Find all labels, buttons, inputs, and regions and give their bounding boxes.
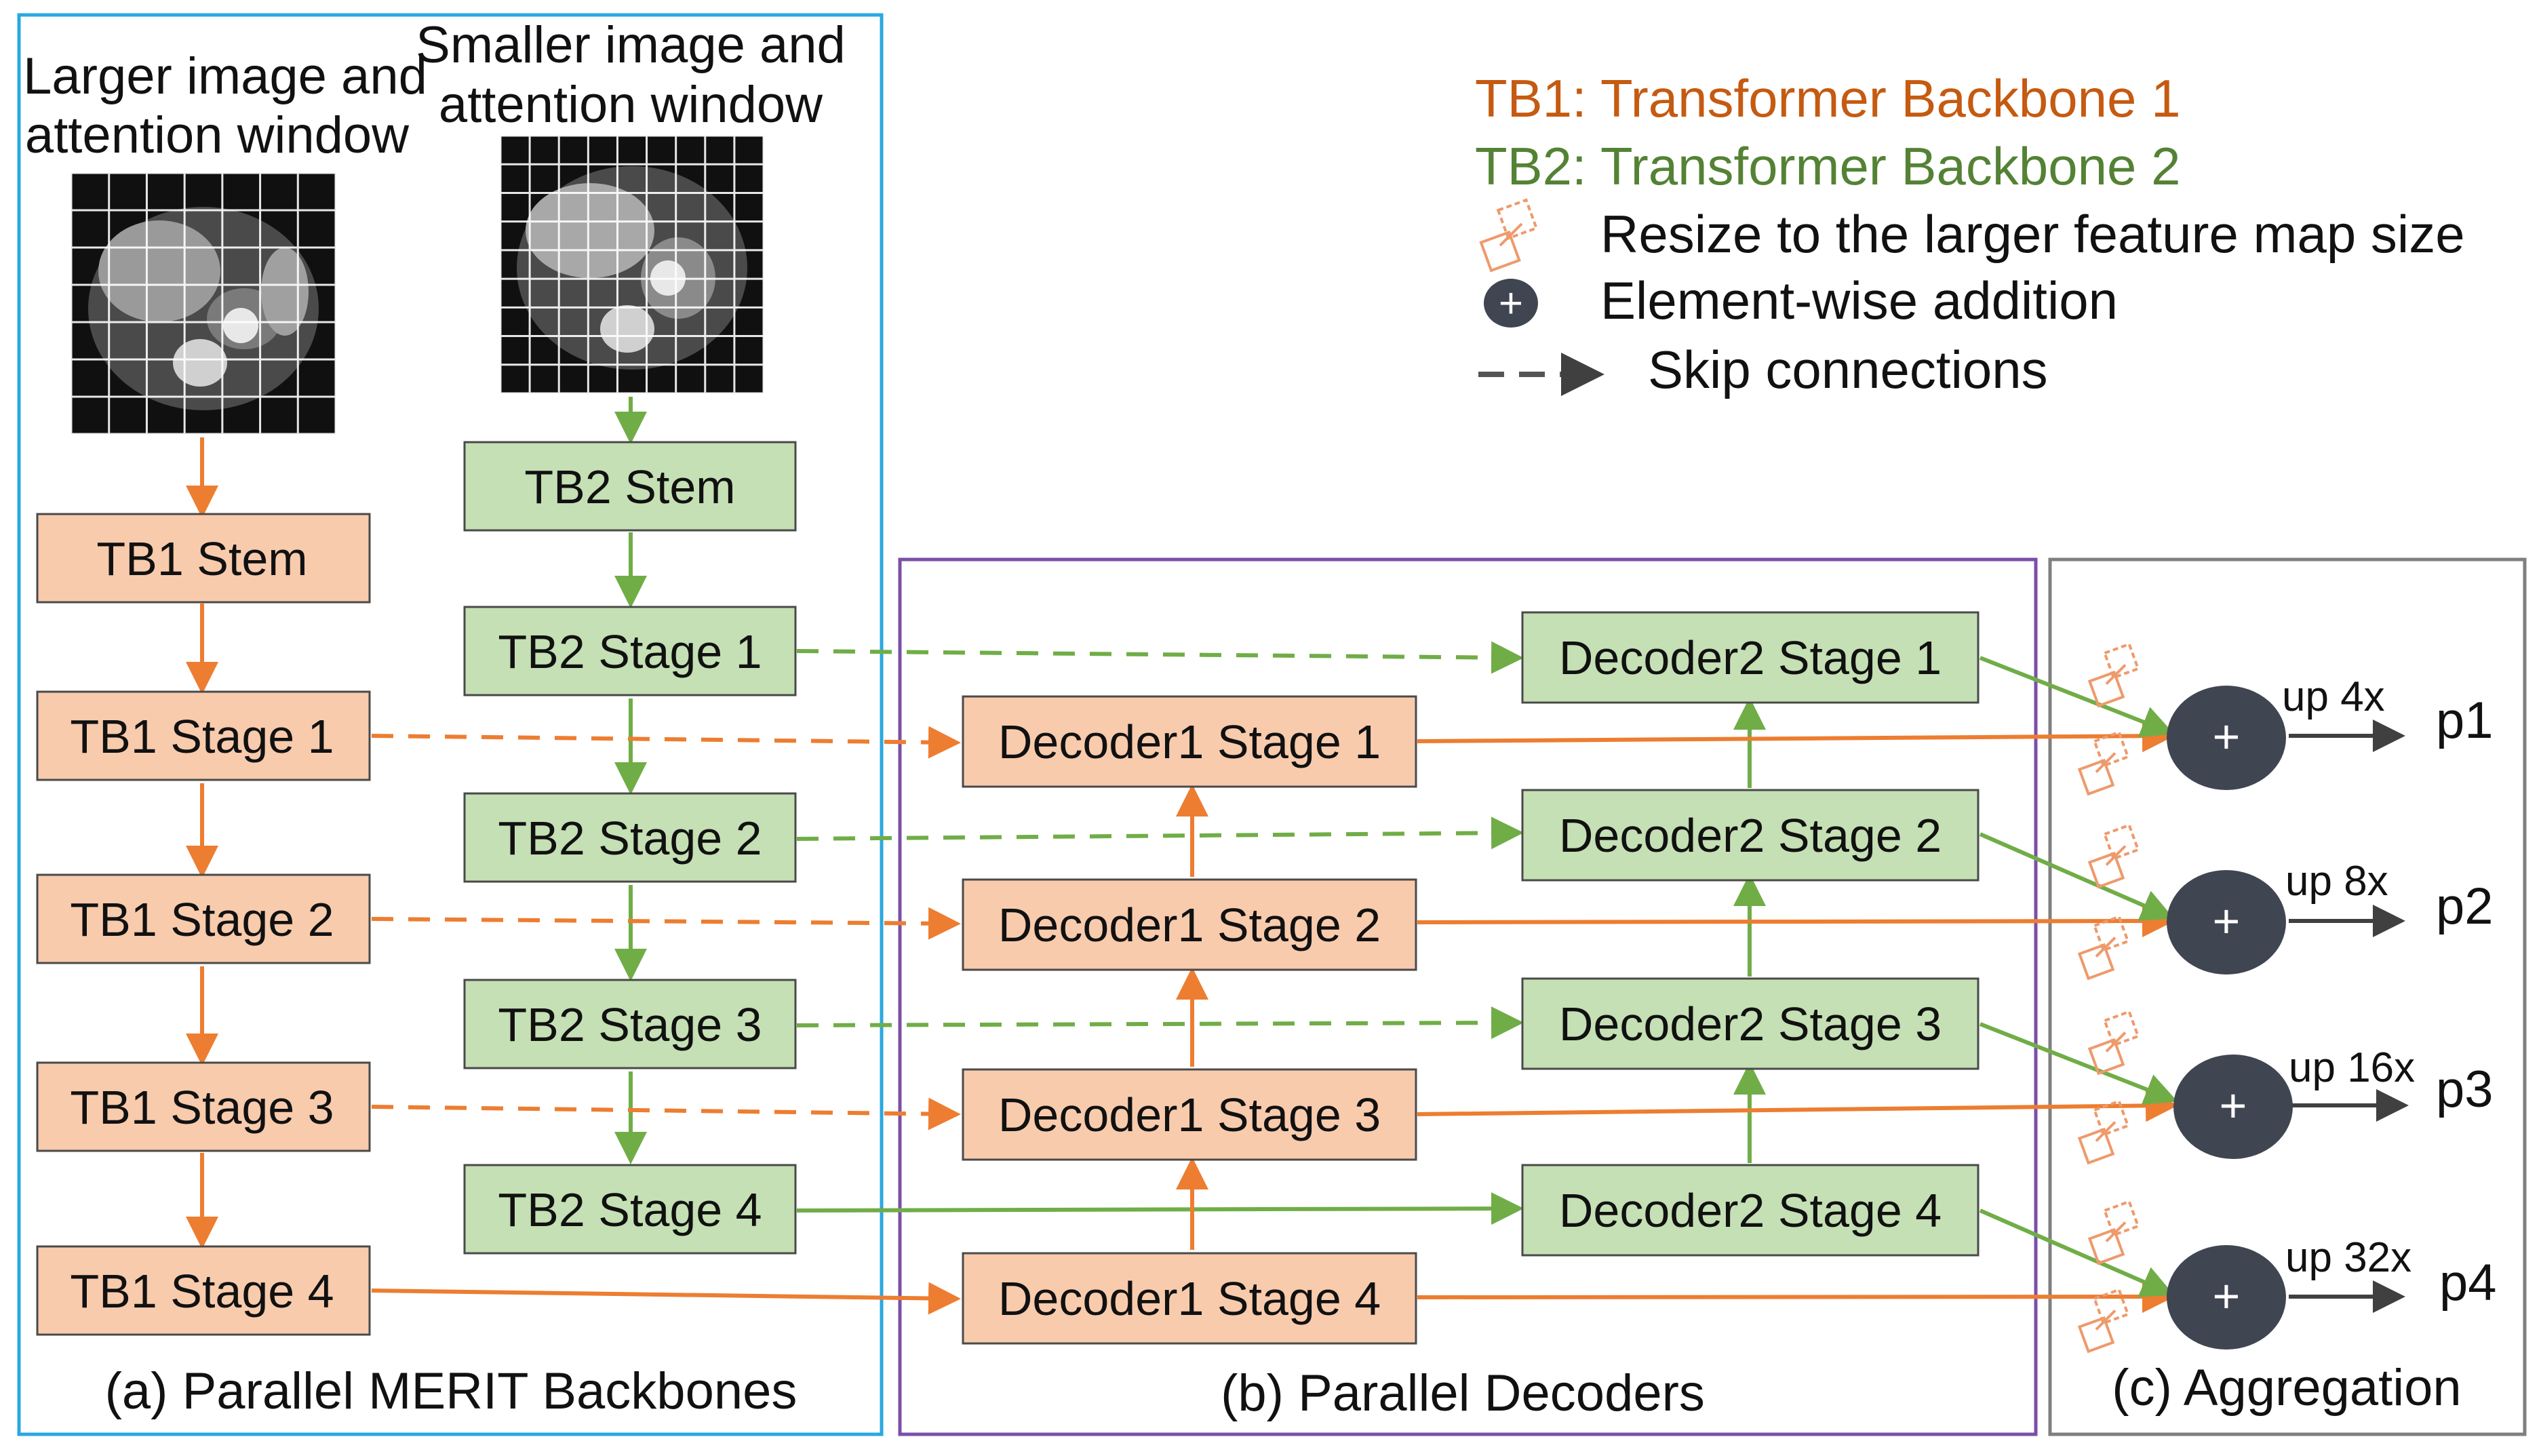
skip-tb1-stage1-to-decoder1 — [371, 726, 961, 759]
legend-add-text: Element-wise addition — [1600, 271, 2118, 330]
upsample-label-3: up 16x — [2289, 1044, 2415, 1091]
tb2-stem-box: TB2 Stem — [463, 441, 797, 532]
svg-text:+: + — [1499, 280, 1523, 327]
upsample-label-4: up 32x — [2285, 1234, 2411, 1281]
tb2-stage1-box: TB2 Stage 1 — [463, 606, 797, 696]
caption-a: (a) Parallel MERIT Backbones — [105, 1362, 797, 1420]
svg-text:TB2 Stem: TB2 Stem — [524, 460, 735, 513]
legend-skip-text: Skip connections — [1648, 340, 2048, 399]
svg-text:Decoder1 Stage 1: Decoder1 Stage 1 — [998, 715, 1381, 768]
upsample-label-1: up 4x — [2282, 673, 2385, 720]
dec1-stage1-to-add1 — [1417, 720, 2175, 753]
panel-b-frame — [898, 557, 2038, 1436]
svg-text:Decoder1 Stage 2: Decoder1 Stage 2 — [998, 899, 1381, 951]
svg-text:TB1 Stage 1: TB1 Stage 1 — [70, 710, 334, 763]
add-circle-4: + — [2167, 1245, 2286, 1350]
legend-resize-icon — [1479, 198, 1539, 273]
svg-text:TB2 Stage 2: TB2 Stage 2 — [498, 812, 762, 865]
upsample-label-2: up 8x — [2285, 858, 2388, 905]
svg-text:TB2 Stage 3: TB2 Stage 3 — [498, 998, 762, 1051]
tb1-stem-box: TB1 Stem — [36, 513, 371, 604]
panel-c-frame — [2048, 557, 2527, 1436]
resize-icon — [1479, 198, 1539, 273]
decoder1-stage4-box: Decoder1 Stage 4 — [962, 1252, 1417, 1345]
output-p2: p2 — [2436, 878, 2494, 935]
skip-tb2-stage2-to-decoder2 — [796, 816, 1524, 850]
decoder2-stage2-box: Decoder2 Stage 2 — [1521, 789, 1979, 882]
svg-text:+: + — [2220, 1079, 2247, 1132]
decoder1-stage1-box: Decoder1 Stage 1 — [962, 695, 1417, 788]
smaller-image-label-line1: Smaller image and — [416, 16, 846, 74]
svg-text:+: + — [2213, 894, 2241, 947]
dec2-stage4-to-add4 — [1979, 1208, 2174, 1297]
tb1-stage1-box: TB1 Stage 1 — [36, 690, 371, 781]
tb1-stage2-box: TB1 Stage 2 — [36, 873, 371, 964]
resize-icon-1 — [2087, 642, 2140, 708]
skip-tb2-stage1-to-decoder2 — [796, 641, 1524, 674]
decoder1-stage3-box: Decoder1 Stage 3 — [962, 1068, 1417, 1161]
skip-tb2-stage3-to-decoder2 — [796, 1006, 1524, 1040]
output-p4: p4 — [2439, 1254, 2497, 1312]
svg-text:Decoder2 Stage 1: Decoder2 Stage 1 — [1559, 631, 1942, 684]
decoder2-stage1-box: Decoder2 Stage 1 — [1521, 611, 1979, 704]
resize-icon-5 — [2087, 1010, 2140, 1076]
resize-icon-4 — [2077, 915, 2130, 981]
resize-icon-7 — [2087, 1200, 2140, 1265]
legend-resize-text: Resize to the larger feature map size — [1600, 204, 2465, 264]
dec2-stage1-to-add1 — [1979, 656, 2175, 738]
caption-b: (b) Parallel Decoders — [1221, 1364, 1705, 1422]
svg-text:TB1 Stage 2: TB1 Stage 2 — [70, 893, 334, 946]
svg-text:+: + — [2213, 1270, 2241, 1322]
ct-image-smaller — [499, 134, 765, 395]
add-circle-2: + — [2167, 870, 2286, 975]
dec1-stage2-to-add2 — [1417, 905, 2175, 938]
svg-text:TB1 Stem: TB1 Stem — [96, 532, 307, 585]
dec2-stage3-to-add3 — [1979, 1022, 2178, 1105]
tb2-stage2-box: TB2 Stage 2 — [463, 792, 797, 883]
tb2-stage4-to-decoder2-stage4 — [796, 1192, 1524, 1225]
svg-text:Decoder2 Stage 3: Decoder2 Stage 3 — [1559, 998, 1942, 1050]
svg-text:Decoder1 Stage 4: Decoder1 Stage 4 — [998, 1272, 1381, 1325]
caption-c: (c) Aggregation — [2112, 1359, 2461, 1417]
svg-text:TB2 Stage 1: TB2 Stage 1 — [498, 625, 762, 678]
skip-tb1-stage3-to-decoder1 — [371, 1097, 961, 1130]
larger-image-label-line1: Larger image and — [23, 47, 427, 105]
svg-text:Decoder1 Stage 3: Decoder1 Stage 3 — [998, 1088, 1381, 1141]
decoder2-stage3-box: Decoder2 Stage 3 — [1521, 977, 1979, 1070]
larger-image-label-line2: attention window — [25, 106, 410, 164]
add-circle-3: + — [2173, 1055, 2293, 1159]
smaller-image-label-line2: attention window — [439, 76, 823, 134]
tb1-stage3-box: TB1 Stage 3 — [36, 1061, 371, 1152]
add-circle-1: + — [2167, 686, 2286, 790]
skip-tb1-stage2-to-decoder1 — [371, 907, 961, 940]
tb1-stage4-box: TB1 Stage 4 — [36, 1245, 371, 1336]
svg-text:Decoder2 Stage 4: Decoder2 Stage 4 — [1559, 1184, 1942, 1237]
dec1-stage3-to-add3 — [1417, 1089, 2178, 1122]
svg-text:TB2 Stage 4: TB2 Stage 4 — [498, 1183, 762, 1236]
resize-icon-3 — [2087, 823, 2140, 889]
tb2-stage4-box: TB2 Stage 4 — [463, 1164, 797, 1255]
decoder1-stage2-box: Decoder1 Stage 2 — [962, 878, 1417, 971]
resize-icon-6 — [2077, 1099, 2130, 1165]
output-p1: p1 — [2436, 692, 2494, 749]
svg-text:TB1 Stage 3: TB1 Stage 3 — [70, 1081, 334, 1134]
svg-text:+: + — [2213, 710, 2241, 763]
svg-text:Decoder2 Stage 2: Decoder2 Stage 2 — [1559, 809, 1942, 862]
decoder2-stage4-box: Decoder2 Stage 4 — [1521, 1164, 1979, 1257]
resize-icon-2 — [2077, 730, 2130, 796]
tb2-stage3-box: TB2 Stage 3 — [463, 979, 797, 1069]
legend-tb2: TB2: Transformer Backbone 2 — [1475, 136, 2180, 196]
ct-image-larger — [70, 172, 337, 435]
resize-icon-8 — [2077, 1288, 2130, 1354]
legend-tb1: TB1: Transformer Backbone 1 — [1475, 68, 2180, 128]
tb1-stage4-to-decoder1-stage4 — [371, 1282, 961, 1315]
dec2-stage2-to-add2 — [1979, 832, 2174, 921]
svg-text:TB1 Stage 4: TB1 Stage 4 — [70, 1265, 334, 1318]
panel-a-frame — [17, 13, 884, 1436]
output-p3: p3 — [2436, 1061, 2494, 1118]
legend-add-icon: + — [1484, 279, 1538, 328]
